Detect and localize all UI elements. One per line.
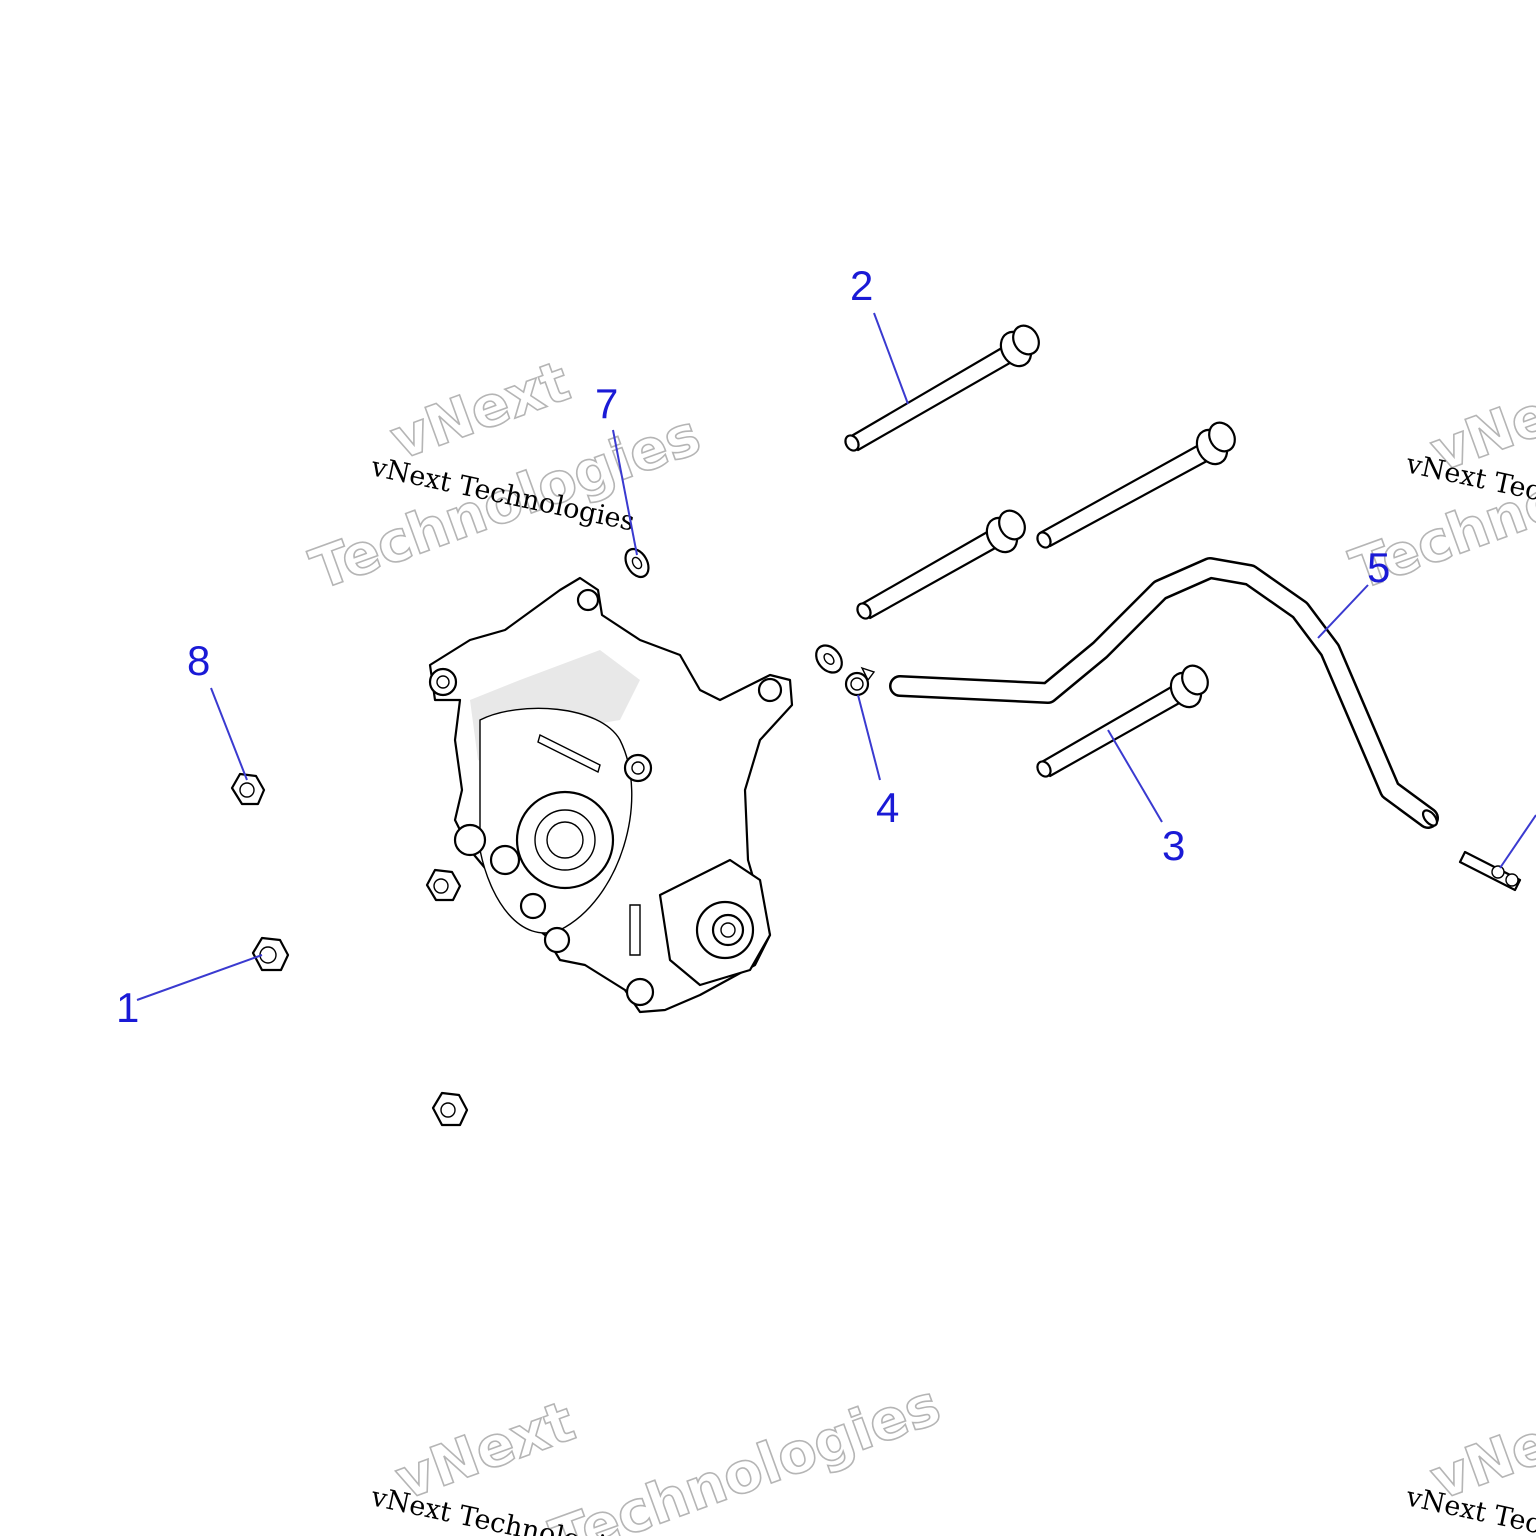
leader-line-fitting [1499, 814, 1536, 869]
callout-8[interactable]: 8 [187, 637, 210, 684]
leader-line-7 [612, 429, 638, 556]
gearcase-housing-icon [428, 576, 794, 1014]
bolt-2-icon [844, 324, 1040, 452]
hose-clamp-icon [844, 666, 876, 697]
bolt-middle-icon [856, 509, 1026, 620]
watermark-bottom-right: vNext vNext Technologies [1403, 1388, 1536, 1536]
leader-line-1 [136, 954, 263, 1001]
nut-1-icon [251, 936, 290, 972]
callout-5[interactable]: 5 [1367, 544, 1390, 591]
leader-line-3 [1107, 729, 1163, 823]
vent-hose-icon [889, 557, 1439, 829]
leader-line-8 [210, 687, 248, 781]
fitting-icon [1458, 850, 1522, 892]
bolt-upper-icon [1036, 421, 1236, 549]
leader-line-5 [1317, 584, 1369, 639]
watermark-bottom-left: vNext Technologies vNext Technologies [368, 1372, 950, 1536]
nut-lower-icon [431, 1091, 469, 1127]
callout-7[interactable]: 7 [595, 380, 618, 427]
callout-3[interactable]: 3 [1162, 822, 1185, 869]
watermark-outline-line2: Technologies [543, 1372, 949, 1536]
callout-1[interactable]: 1 [116, 984, 139, 1031]
nut-8-icon [230, 772, 266, 806]
nut-icon [425, 868, 462, 902]
bolt-3-icon [1036, 664, 1209, 778]
washer-7-icon [624, 547, 650, 579]
callout-2[interactable]: 2 [850, 262, 873, 309]
callout-4[interactable]: 4 [876, 784, 899, 831]
leader-line-4 [857, 694, 881, 781]
washer-icon [815, 644, 843, 674]
leader-line-2 [873, 312, 909, 405]
